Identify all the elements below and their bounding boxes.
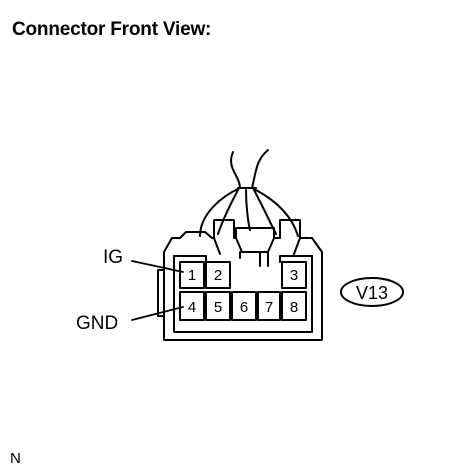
connector-code: V13 [356, 283, 388, 303]
pin-7: 7 [265, 299, 273, 316]
gnd-leader-line [131, 306, 184, 321]
pin-8: 8 [290, 299, 298, 316]
pin-4: 4 [188, 299, 196, 316]
connector-code-badge [340, 277, 404, 307]
pin-1: 1 [188, 267, 196, 284]
pin-cells [179, 261, 307, 321]
page-title: Connector Front View: [12, 19, 212, 40]
pin-6: 6 [240, 299, 248, 316]
pin-2: 2 [214, 267, 222, 284]
ig-leader-line [131, 260, 184, 273]
footer-note: N [10, 450, 21, 467]
pin-3: 3 [290, 267, 298, 284]
connector-housing [157, 219, 323, 341]
ig-label: IG [103, 247, 123, 268]
gnd-label: GND [76, 313, 118, 334]
pin-5: 5 [214, 299, 222, 316]
